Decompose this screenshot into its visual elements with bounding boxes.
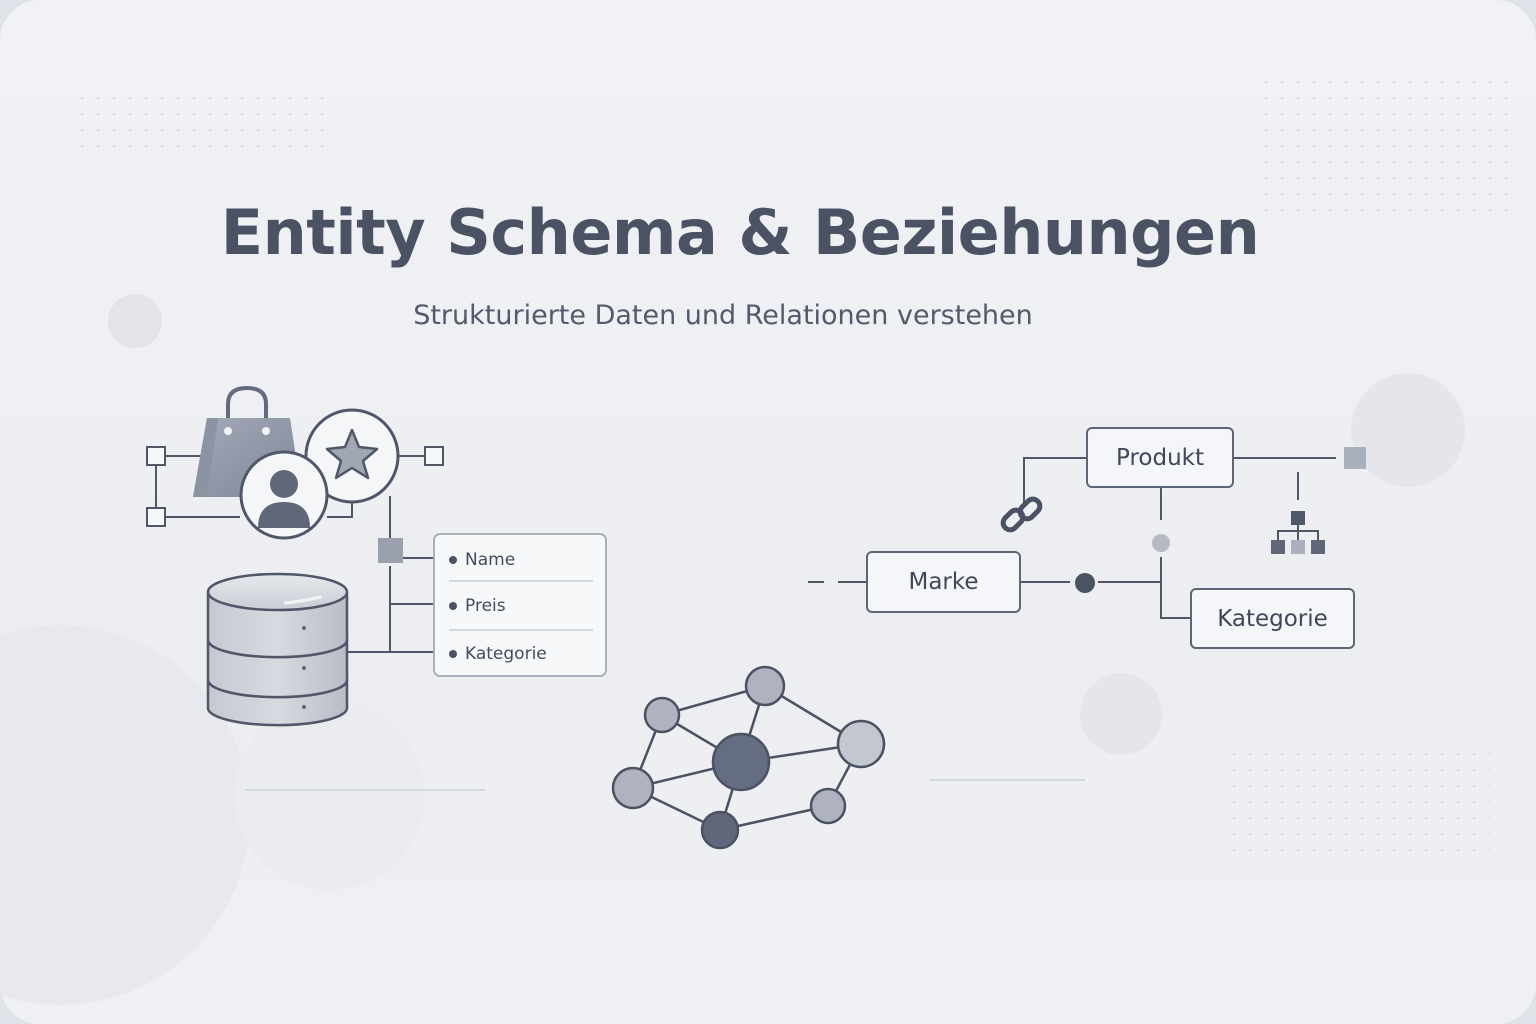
relation-connectors	[808, 457, 1336, 619]
page-title: Entity Schema & Beziehungen	[220, 196, 1260, 269]
field-label: Name	[465, 550, 516, 570]
graph-node	[809, 787, 847, 825]
graph-node	[836, 719, 886, 769]
entity-connectors	[146, 446, 444, 653]
connector-square-filled	[1344, 447, 1366, 469]
field-label: Kategorie	[465, 644, 547, 664]
hierarchy-icon	[1271, 511, 1325, 554]
bullet-dot	[449, 602, 457, 610]
bullet-dot	[449, 650, 457, 658]
network-graph-icon	[611, 665, 886, 850]
star-icon	[304, 408, 400, 504]
node-produkt: Produkt	[1086, 427, 1234, 488]
field-divider	[449, 629, 593, 631]
field-label: Preis	[465, 596, 506, 616]
node-kategorie: Kategorie	[1190, 588, 1355, 649]
link-icon	[1000, 496, 1043, 533]
background-decoration	[0, 70, 1510, 1005]
connector-square	[424, 446, 444, 466]
connector-square-filled	[378, 538, 403, 563]
graph-node	[643, 696, 681, 734]
user-icon	[239, 450, 329, 540]
field-item: Kategorie	[449, 639, 593, 669]
graph-node	[744, 665, 786, 707]
connector-square	[146, 507, 166, 527]
field-item: Preis	[449, 591, 593, 621]
entity-field-list: Name Preis Kategorie	[433, 533, 607, 677]
connector-square	[146, 446, 166, 466]
field-divider	[449, 580, 593, 582]
node-marke: Marke	[866, 551, 1021, 613]
field-item: Name	[449, 545, 593, 575]
relation-dot	[1152, 534, 1170, 552]
database-icon	[206, 572, 349, 727]
graph-node-center	[711, 732, 771, 792]
bullet-dot	[449, 556, 457, 564]
graph-node	[611, 766, 655, 810]
graph-node	[700, 810, 740, 850]
page-subtitle: Strukturierte Daten und Relationen verst…	[413, 300, 1033, 331]
relation-dot	[1075, 573, 1095, 593]
